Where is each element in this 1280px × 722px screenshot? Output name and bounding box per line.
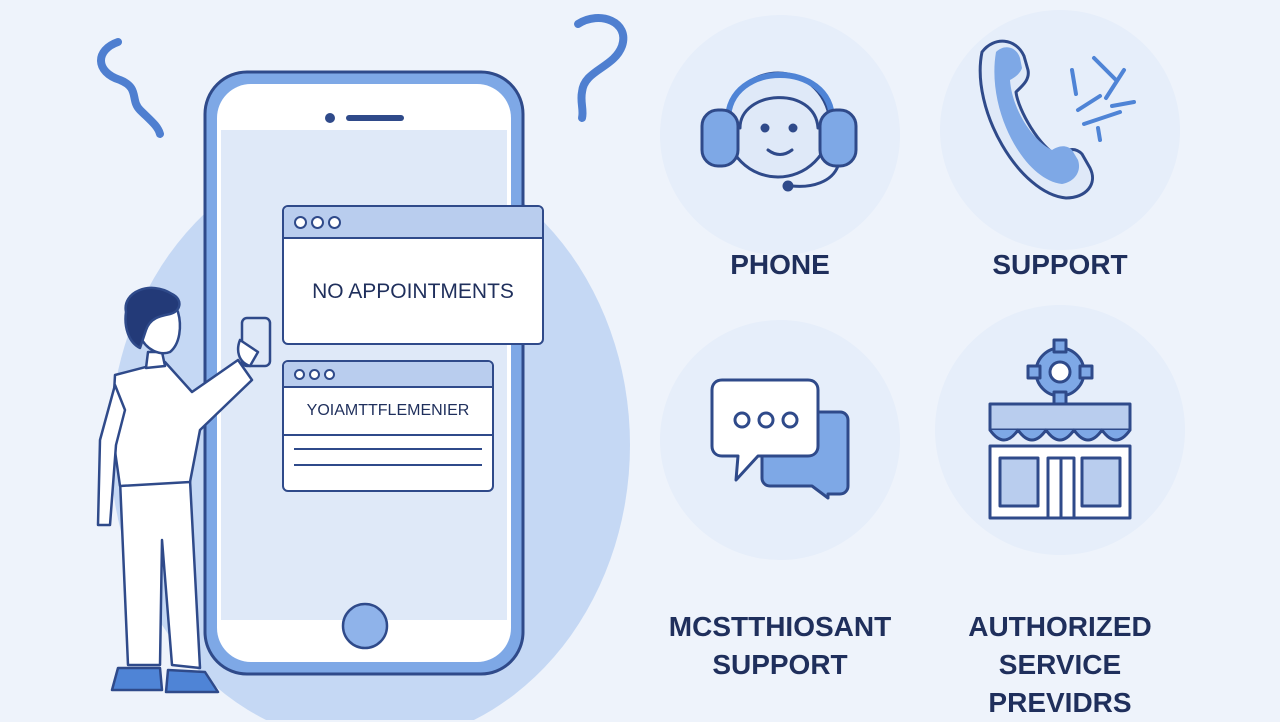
chat-bubbles-icon: [710, 378, 850, 500]
window-dot-icon: [324, 368, 335, 380]
option-label-support: SUPPORT: [992, 249, 1128, 280]
no-appointments-dialog: NO APPOINTMENTS: [282, 205, 544, 345]
headset-agent-icon: [700, 71, 858, 192]
window-dot-icon: [328, 215, 341, 229]
window-dot-icon: [309, 368, 320, 380]
window-dot-icon: [311, 215, 324, 229]
dialog-lines: [284, 436, 492, 488]
secondary-dialog: YOIAMTTFLEMENIER: [282, 360, 494, 492]
question-mark-right-icon: [574, 14, 628, 122]
dialog-title-bar: [284, 362, 492, 388]
storefront-gear-icon: [988, 338, 1132, 520]
window-dot-icon: [294, 215, 307, 229]
question-mark-left-icon: [97, 38, 164, 138]
dialog-title-bar: [284, 207, 542, 239]
option-label-authorized-service: AUTHORIZED SERVICE PREVIDRS: [968, 611, 1152, 718]
dialog-message: NO APPOINTMENTS: [312, 280, 514, 303]
dialog-message: YOIAMTTFLEMENIER: [284, 388, 492, 436]
person-figure: [96, 286, 272, 694]
window-dot-icon: [294, 368, 305, 380]
option-label-phone: PHONE: [730, 249, 830, 280]
phone-handset-icon: [978, 39, 1136, 200]
option-label-chat-support: MCSTTHIOSANT SUPPORT: [668, 611, 892, 680]
home-button: [341, 602, 389, 650]
